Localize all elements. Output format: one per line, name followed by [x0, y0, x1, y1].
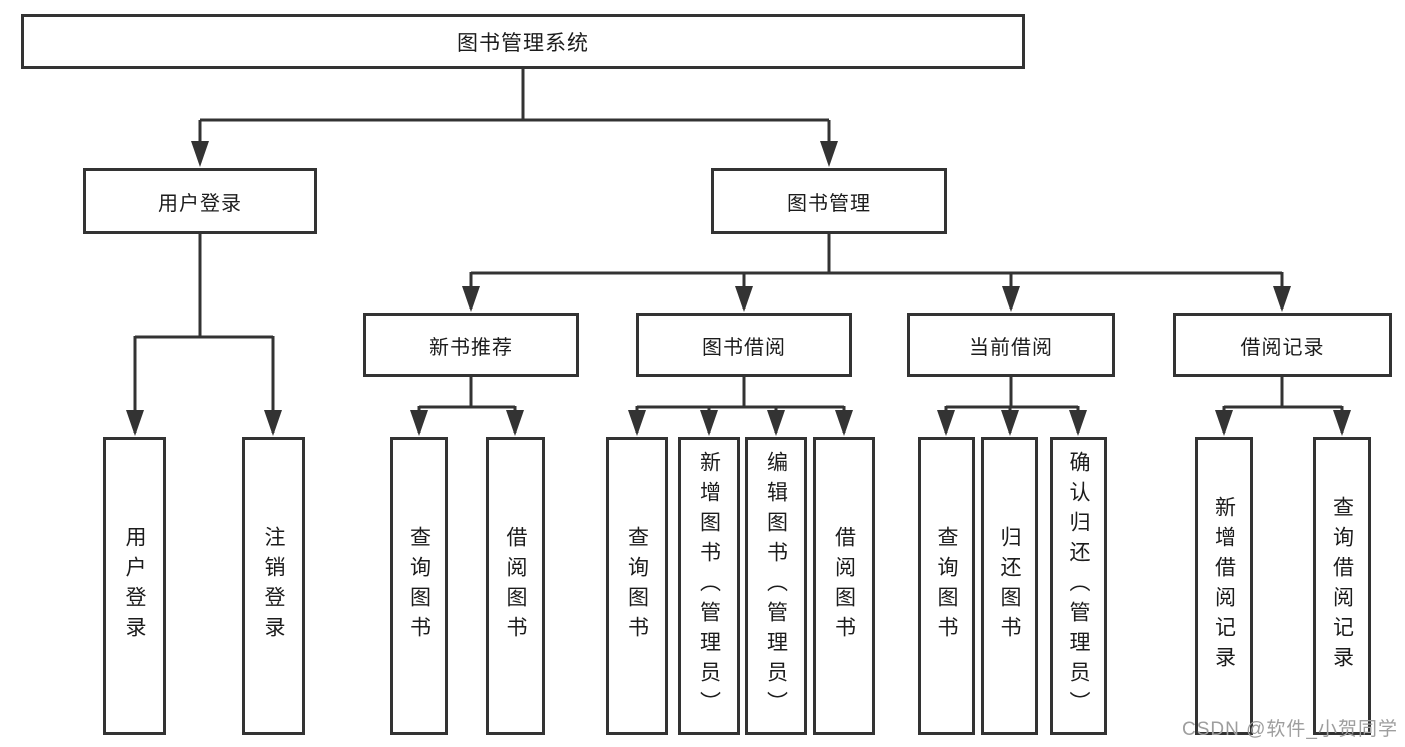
borrow-record-box: 借阅记录: [1173, 313, 1392, 377]
leaf-confirm-return-admin-label: 确认归还（管理员）: [1067, 451, 1090, 721]
watermark: CSDN @软件_小贺同学: [1182, 719, 1398, 740]
leaf-edit-book-admin: 编辑图书（管理员）: [745, 437, 807, 735]
leaf-query-books-3-label: 查询图书: [935, 526, 958, 646]
current-borrow-box: 当前借阅: [907, 313, 1115, 377]
leaf-return-book-label: 归还图书: [998, 526, 1021, 646]
borrow-record-label: 借阅记录: [1240, 336, 1325, 359]
leaf-add-book-admin-label: 新增图书（管理员）: [697, 451, 721, 721]
book-borrow-label: 图书借阅: [702, 336, 786, 359]
new-book-recommend-label: 新书推荐: [429, 336, 513, 359]
leaf-query-borrow-record: 查询借阅记录: [1313, 437, 1371, 735]
leaf-add-borrow-record: 新增借阅记录: [1195, 437, 1253, 735]
root-label: 图书管理系统: [457, 31, 589, 55]
new-book-recommend-box: 新书推荐: [363, 313, 579, 377]
leaf-logout: 注销登录: [242, 437, 305, 735]
arrowhead-group: [126, 141, 1351, 436]
leaf-add-borrow-record-label: 新增借阅记录: [1212, 496, 1236, 676]
leaf-user-login-label: 用户登录: [123, 526, 146, 646]
leaf-query-books-3: 查询图书: [918, 437, 975, 735]
leaf-borrow-books-2-label: 借阅图书: [832, 526, 856, 646]
leaf-borrow-books-1-label: 借阅图书: [504, 526, 527, 646]
user-login-label: 用户登录: [158, 192, 242, 215]
book-borrow-box: 图书借阅: [636, 313, 852, 377]
book-management-box: 图书管理: [711, 168, 947, 234]
leaf-query-books-1: 查询图书: [390, 437, 448, 735]
book-management-label: 图书管理: [787, 192, 871, 215]
user-login-box: 用户登录: [83, 168, 317, 234]
leaf-add-book-admin: 新增图书（管理员）: [678, 437, 740, 735]
root-box: 图书管理系统: [21, 14, 1025, 69]
leaf-logout-label: 注销登录: [262, 526, 285, 646]
leaf-query-books-1-label: 查询图书: [407, 526, 431, 646]
leaf-edit-book-admin-label: 编辑图书（管理员）: [764, 451, 788, 721]
leaf-query-books-2: 查询图书: [606, 437, 668, 735]
current-borrow-label: 当前借阅: [969, 336, 1053, 359]
leaf-query-borrow-record-label: 查询借阅记录: [1330, 496, 1354, 676]
leaf-borrow-books-1: 借阅图书: [486, 437, 545, 735]
leaf-confirm-return-admin: 确认归还（管理员）: [1050, 437, 1107, 735]
leaf-return-book: 归还图书: [981, 437, 1038, 735]
leaf-query-books-2-label: 查询图书: [625, 526, 649, 646]
leaf-borrow-books-2: 借阅图书: [813, 437, 875, 735]
leaf-user-login: 用户登录: [103, 437, 166, 735]
